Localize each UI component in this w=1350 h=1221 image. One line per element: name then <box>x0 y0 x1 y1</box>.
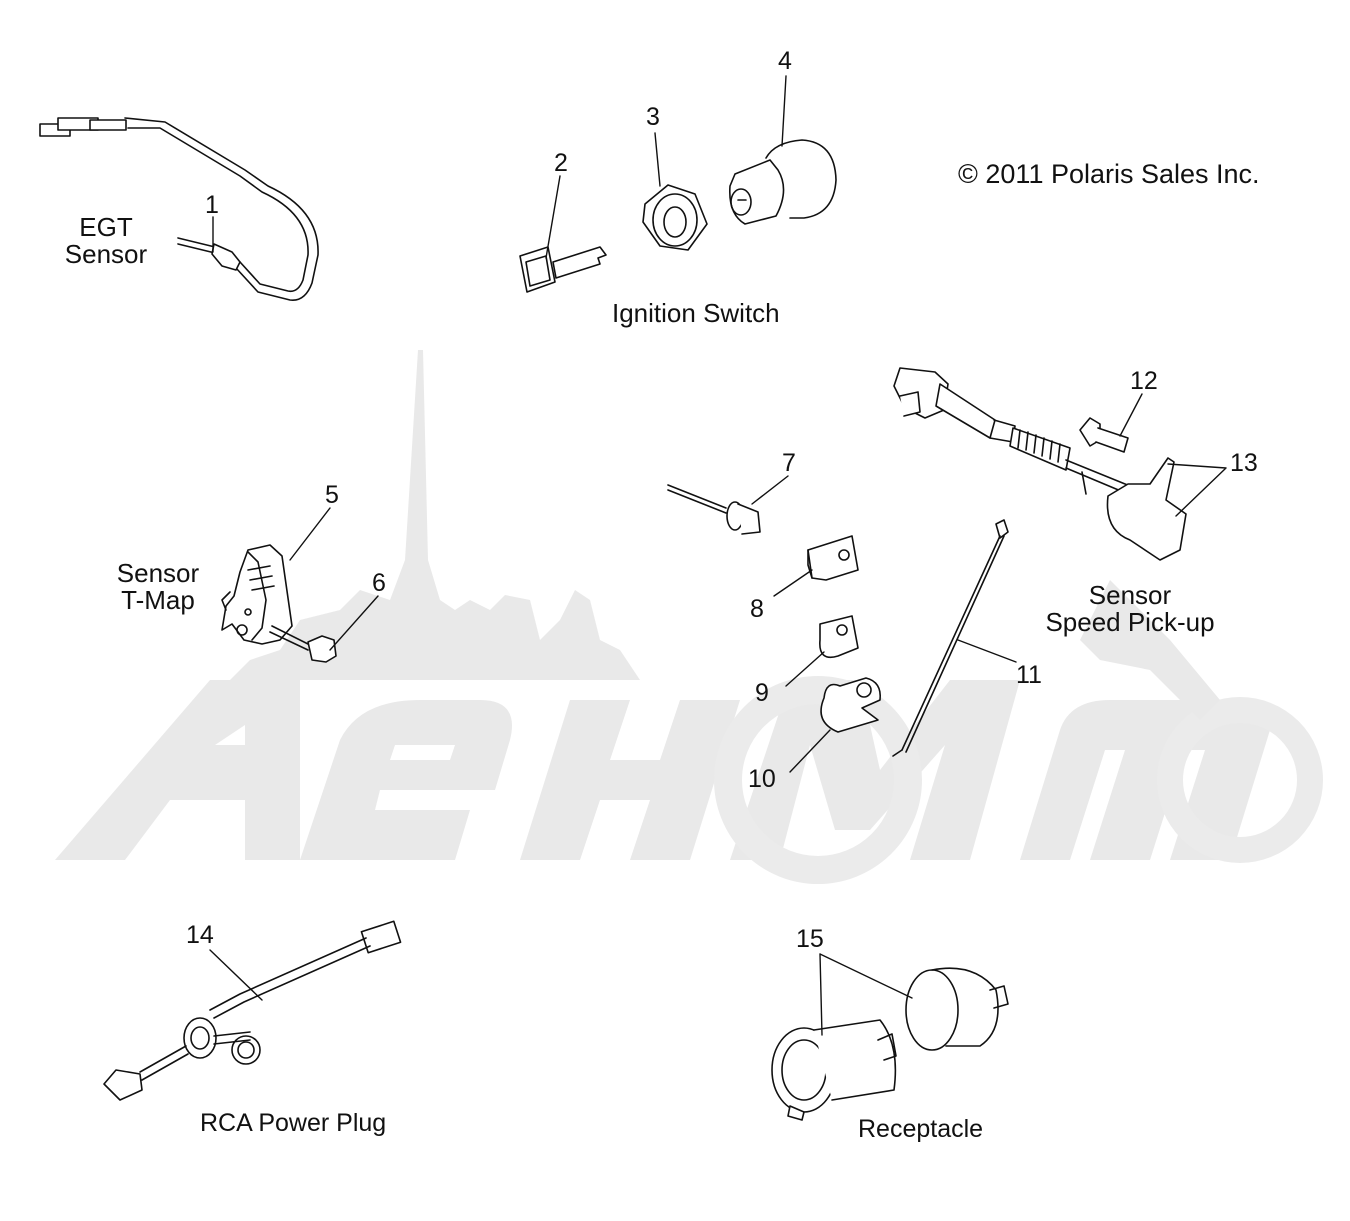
callout-11: 11 <box>1016 661 1042 689</box>
rca-power-plug-label: RCA Power Plug <box>200 1109 387 1137</box>
sensor-tmap-label-line2: T-Map <box>121 585 195 616</box>
egt-sensor-label-line1: EGT <box>79 212 133 242</box>
callout-3: 3 <box>646 103 660 131</box>
callout-10: 10 <box>748 765 776 793</box>
push-pin-part <box>667 484 761 535</box>
sensor-tmap-label-line1: Sensor <box>116 558 200 588</box>
ignition-barrel-part <box>728 139 837 225</box>
callout-4: 4 <box>778 47 792 75</box>
ignition-nut-part <box>642 184 708 251</box>
callout-15: 15 <box>796 925 824 953</box>
ignition-key-part <box>519 246 607 293</box>
callout-1: 1 <box>205 191 219 219</box>
callout-7: 7 <box>782 449 796 477</box>
ignition-switch-label: Ignition Switch <box>612 298 780 328</box>
clamp-10-part <box>820 677 882 733</box>
callout-5: 5 <box>325 481 339 509</box>
clip-8-part <box>807 535 859 581</box>
tmap-sensor-part <box>221 544 293 645</box>
tmap-screw-part <box>269 625 337 663</box>
egt-sensor-label-line2: Sensor <box>64 239 148 270</box>
sensor-speed-label: Sensor Speed Pick-up <box>1026 580 1234 638</box>
sensor-speed-label-line2: Speed Pick-up <box>1045 607 1215 638</box>
receptacle-label: Receptacle <box>858 1115 984 1143</box>
leader-lines <box>209 75 1227 1036</box>
callout-2: 2 <box>554 149 568 177</box>
rca-power-plug-part <box>103 920 402 1101</box>
speed-sensor-bolt-part <box>1079 417 1129 453</box>
receptacle-part <box>771 967 1009 1121</box>
callout-13: 13 <box>1230 449 1258 477</box>
cable-tie-part <box>892 519 1009 757</box>
callout-8: 8 <box>750 595 764 623</box>
watermark-logo <box>55 350 1323 884</box>
callout-14: 14 <box>186 921 214 949</box>
egt-sensor-part <box>39 117 319 301</box>
clip-9-part <box>819 615 859 659</box>
sensor-speed-label-line1: Sensor <box>1088 580 1172 610</box>
sensor-tmap-label: Sensor T-Map <box>100 558 216 616</box>
speed-sensor-part <box>893 367 1187 561</box>
egt-sensor-label: EGT Sensor <box>48 212 164 270</box>
callout-6: 6 <box>372 569 386 597</box>
callout-9: 9 <box>755 679 769 707</box>
copyright-notice: © 2011 Polaris Sales Inc. <box>958 159 1260 189</box>
callout-12: 12 <box>1130 367 1158 395</box>
